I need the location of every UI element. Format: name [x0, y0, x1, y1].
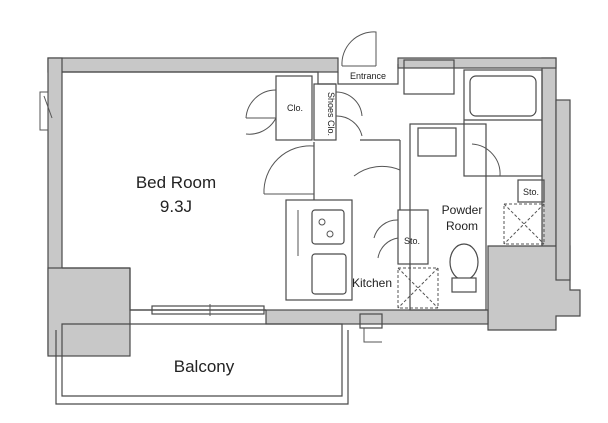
kitchen: Kitchen	[285, 199, 392, 301]
entrance-label: Entrance	[350, 71, 386, 81]
bath-storage-label: Sto.	[523, 187, 539, 197]
closet: Clo.	[245, 75, 313, 141]
powder-room: Powder Room	[409, 123, 487, 311]
outer-walls	[47, 57, 581, 357]
bedroom-area: 9.3J	[160, 197, 192, 216]
shoe-closet: Shoes Clo.	[313, 83, 363, 141]
shoe-closet-label: Shoes Clo.	[326, 92, 336, 136]
entrance: Entrance	[337, 31, 455, 95]
kitchen-storage-label: Sto.	[404, 236, 420, 246]
bathroom: Sto.	[463, 69, 545, 245]
hall-door	[263, 139, 400, 200]
balcony-label: Balcony	[174, 357, 235, 376]
kitchen-storage: Sto.	[373, 209, 439, 309]
kitchen-label: Kitchen	[352, 276, 392, 290]
balcony: Balcony	[55, 304, 383, 405]
bedroom-label: Bed Room	[136, 173, 216, 192]
powder-room-label-1: Powder	[442, 203, 483, 217]
closet-label: Clo.	[287, 103, 303, 113]
powder-room-label-2: Room	[446, 219, 478, 233]
kitchen-door	[353, 140, 401, 210]
